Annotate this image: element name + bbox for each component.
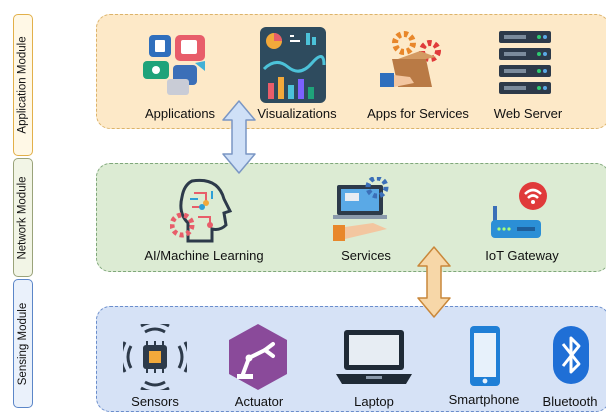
item-label-sensors: Sensors — [131, 394, 179, 409]
smartphone-icon — [470, 326, 500, 386]
item-label-iot-gateway: IoT Gateway — [485, 248, 559, 263]
laptop-icon — [336, 330, 412, 384]
visualizations-icon — [260, 27, 326, 103]
item-label-applications: Applications — [144, 106, 216, 121]
bluetooth-icon — [553, 326, 589, 384]
services-laptop-icon — [333, 177, 389, 241]
network-module-label-text: Network Module — [17, 175, 29, 260]
iot-router-icon — [491, 182, 547, 238]
apps-for-services-icon — [380, 31, 441, 87]
item-label-laptop: Laptop — [354, 394, 394, 409]
sensing-module-label: Sensing Module — [13, 279, 33, 408]
item-label-ai-machine-learning: AI/Machine Learning — [144, 248, 264, 263]
sensing-module-label-text: Sensing Module — [17, 302, 30, 385]
network-sensing-arrow — [417, 246, 451, 318]
item-label-actuator: Actuator — [234, 394, 284, 409]
application-module-label: Application Module — [13, 14, 33, 156]
web-server-icon — [499, 31, 551, 94]
applications-icon — [143, 35, 205, 95]
item-label-visualizations: Visualizations — [257, 106, 337, 121]
network-module-label: Network Module — [13, 158, 33, 277]
item-label-apps-for-services: Apps for Services — [367, 106, 469, 121]
item-label-services: Services — [341, 248, 391, 263]
application-network-arrow — [222, 100, 256, 174]
actuator-arm-icon — [229, 324, 287, 390]
item-label-web-server: Web Server — [493, 106, 563, 121]
item-label-bluetooth: Bluetooth — [542, 394, 598, 409]
application-module-label-text: Application Module — [17, 36, 30, 134]
sensor-chip-icon — [123, 324, 187, 390]
item-label-smartphone: Smartphone — [448, 392, 520, 407]
ai-head-icon — [170, 178, 233, 243]
